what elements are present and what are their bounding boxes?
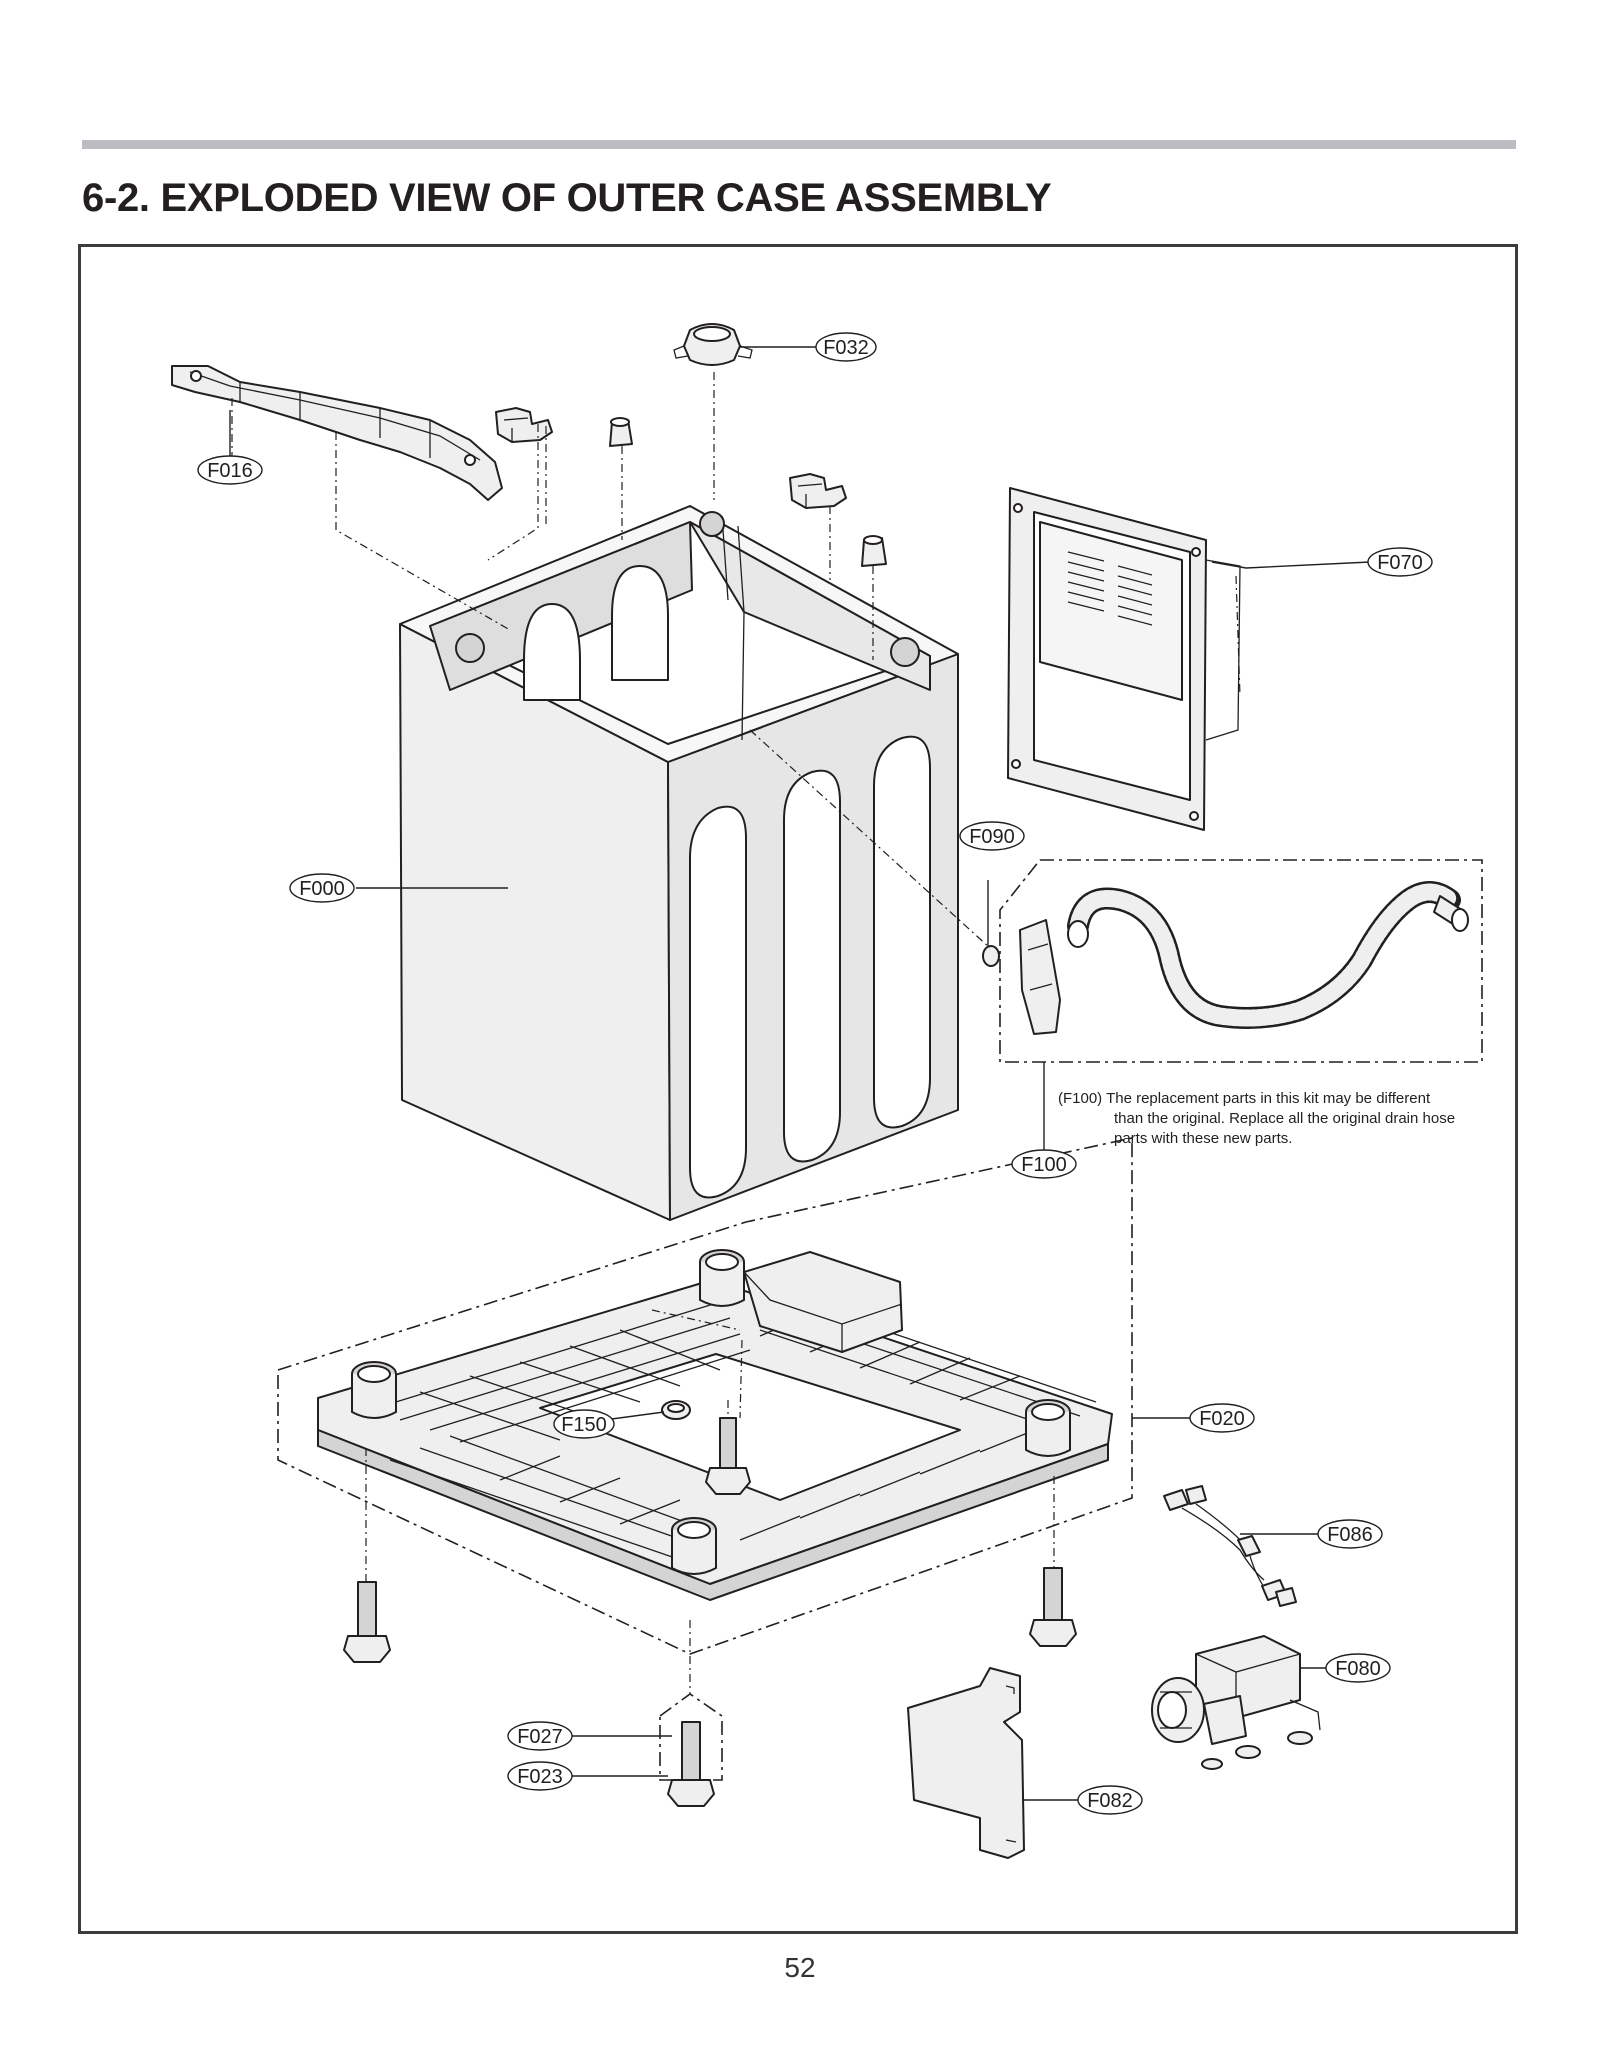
note-line-3: parts with these new parts.	[1114, 1130, 1292, 1147]
leader-lines	[229, 346, 1371, 1801]
callout-F100: F100	[1011, 1149, 1077, 1179]
note-line-1: (F100) The replacement parts in this kit…	[1058, 1090, 1431, 1107]
callout-F016: F016	[197, 455, 263, 485]
callout-label: F070	[1377, 552, 1423, 574]
leveling-leg-left-part	[343, 1581, 391, 1663]
leveling-leg-front-part	[659, 1693, 723, 1807]
diagram-frame	[78, 244, 1518, 1934]
callout-label: F000	[299, 878, 345, 900]
callout-label: F090	[969, 826, 1015, 848]
callout-F082: F082	[1077, 1785, 1143, 1815]
cap-part	[661, 1400, 691, 1420]
callout-F090: F090	[959, 821, 1025, 851]
cushion-right-part	[861, 535, 887, 567]
callout-label: F082	[1087, 1790, 1133, 1812]
callout-label: F023	[517, 1766, 563, 1788]
rear-panel-part	[1007, 487, 1241, 831]
callout-F020: F020	[1189, 1403, 1255, 1433]
callout-label: F027	[517, 1726, 563, 1748]
bracket-part	[907, 1667, 1025, 1859]
callout-label: F016	[207, 460, 253, 482]
callout-F150: F150	[553, 1409, 615, 1439]
replacement-note: (F100) The replacement parts in this kit…	[1058, 1090, 1455, 1147]
callout-F032: F032	[815, 332, 877, 362]
callout-F086: F086	[1317, 1519, 1383, 1549]
callout-label: F080	[1335, 1658, 1381, 1680]
hinge-clip-left-part	[495, 407, 553, 443]
cushion-left-part	[609, 417, 633, 447]
base-frame-part	[277, 1137, 1133, 1655]
cabinet-part	[399, 505, 959, 1221]
top-support-bar-part	[171, 365, 503, 501]
top-rule	[82, 140, 1516, 149]
drain-hose-kit-part	[999, 859, 1483, 1063]
callout-label: F100	[1021, 1154, 1067, 1176]
leveling-leg-center-part	[705, 1417, 751, 1495]
note-line-2: than the original. Replace all the origi…	[1114, 1110, 1455, 1127]
callout-label: F032	[823, 337, 869, 359]
page-title: 6-2. EXPLODED VIEW OF OUTER CASE ASSEMBL…	[82, 176, 1052, 220]
callout-label: F086	[1327, 1524, 1373, 1546]
callout-label: F020	[1199, 1408, 1245, 1430]
drain-clip-part	[982, 945, 1000, 967]
clamp-part	[673, 323, 753, 366]
page-number: 52	[784, 1952, 816, 1983]
callout-F023: F023	[507, 1761, 573, 1791]
callout-F070: F070	[1367, 547, 1433, 577]
callout-F080: F080	[1325, 1653, 1391, 1683]
callout-F000: F000	[289, 873, 355, 903]
callout-label: F150	[561, 1414, 607, 1436]
hinge-clip-right-part	[789, 473, 847, 509]
drain-pump-part	[1151, 1635, 1321, 1770]
wire-harness-part	[1163, 1485, 1297, 1607]
callout-F027: F027	[507, 1721, 573, 1751]
leveling-leg-right-part	[1029, 1567, 1077, 1647]
